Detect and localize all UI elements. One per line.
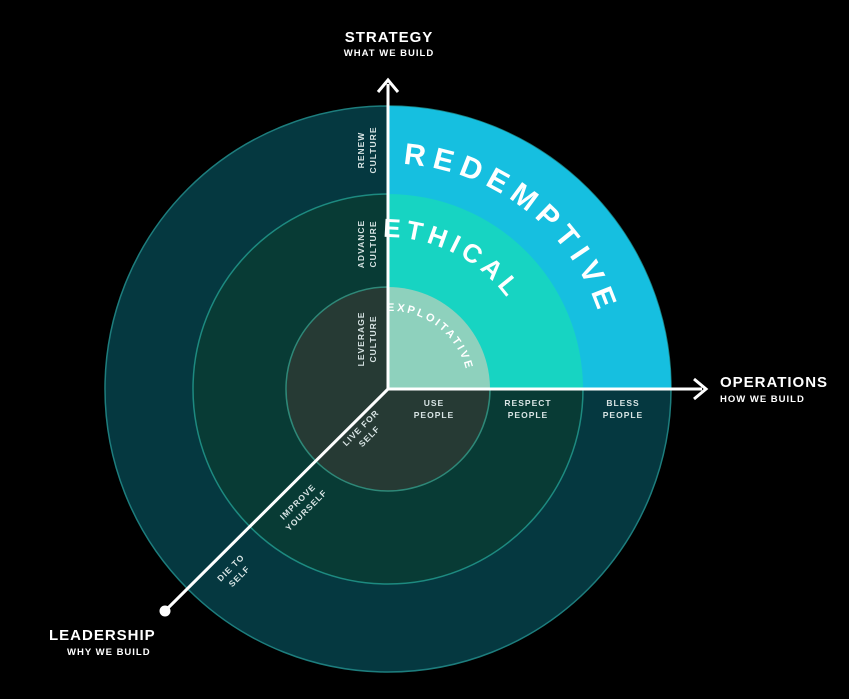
strategy-title: STRATEGY xyxy=(345,29,434,46)
exploitative-quadrant xyxy=(388,287,490,389)
strategy-subtitle: WHAT WE BUILD xyxy=(344,48,434,59)
leadership-title: LEADERSHIP xyxy=(49,627,156,644)
svg-text:PEOPLE: PEOPLE xyxy=(603,410,643,420)
strategy-arrowhead xyxy=(376,77,400,93)
leadership-axis-endpoint xyxy=(159,605,171,617)
bless-people-label: BLESS PEOPLE xyxy=(603,398,643,420)
svg-text:CULTURE: CULTURE xyxy=(368,221,378,268)
svg-text:LEVERAGE: LEVERAGE xyxy=(356,312,366,367)
use-people-label: USE PEOPLE xyxy=(414,398,454,420)
svg-text:CULTURE: CULTURE xyxy=(368,127,378,174)
svg-text:ADVANCE: ADVANCE xyxy=(356,220,366,268)
svg-text:PEOPLE: PEOPLE xyxy=(414,410,454,420)
advance-culture-label: ADVANCE CULTURE xyxy=(356,220,378,268)
respect-people-label: RESPECT PEOPLE xyxy=(504,398,551,420)
svg-text:RENEW: RENEW xyxy=(356,132,366,169)
svg-text:PEOPLE: PEOPLE xyxy=(508,410,548,420)
leadership-subtitle: WHY WE BUILD xyxy=(67,647,151,658)
leadership-axis xyxy=(163,387,390,613)
svg-text:RESPECT: RESPECT xyxy=(504,398,551,408)
operations-title: OPERATIONS xyxy=(720,374,828,391)
leverage-culture-label: LEVERAGE CULTURE xyxy=(356,312,378,367)
svg-text:USE: USE xyxy=(424,398,444,408)
renew-culture-label: RENEW CULTURE xyxy=(356,127,378,174)
svg-text:BLESS: BLESS xyxy=(606,398,639,408)
svg-text:CULTURE: CULTURE xyxy=(368,316,378,363)
operations-arrowhead xyxy=(693,377,709,401)
operations-subtitle: HOW WE BUILD xyxy=(720,394,805,405)
